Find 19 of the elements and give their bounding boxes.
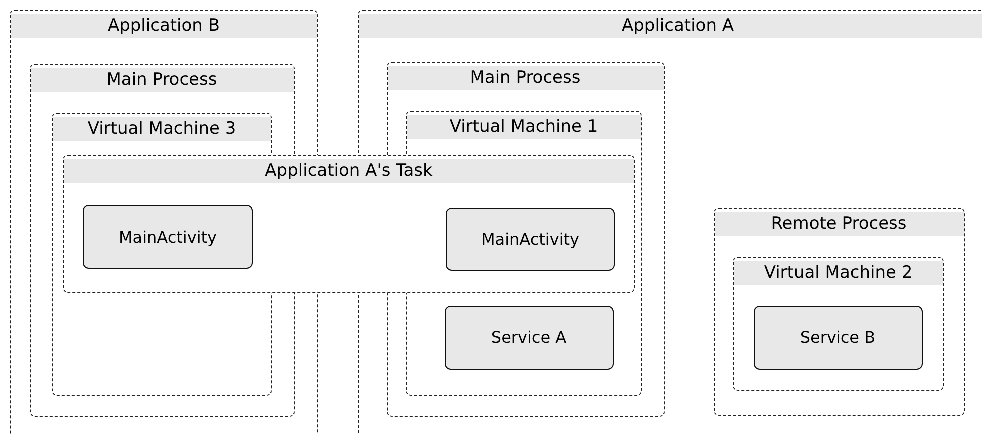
box-label: MainActivity	[481, 230, 580, 249]
container-box	[714, 208, 964, 416]
component-box	[444, 306, 614, 370]
box-label: MainActivity	[118, 228, 218, 246]
box-heading: Main Process	[388, 66, 664, 90]
box-heading: Application B	[11, 14, 317, 38]
box-heading: Main Process	[30, 68, 294, 92]
box-heading: Application A	[359, 14, 982, 38]
box-heading: Virtual Machine 2	[734, 261, 943, 285]
box-heading: Remote Process	[714, 212, 964, 236]
box-heading: Application A's Task	[64, 159, 634, 183]
box-label: Service A	[491, 328, 567, 347]
box-label: Service B	[800, 328, 876, 347]
component-box	[83, 205, 253, 269]
component-box	[754, 306, 922, 370]
box-heading: Virtual Machine 1	[407, 115, 641, 139]
box-heading: Virtual Machine 3	[53, 117, 271, 141]
component-box	[446, 208, 615, 271]
container-box	[733, 257, 944, 391]
